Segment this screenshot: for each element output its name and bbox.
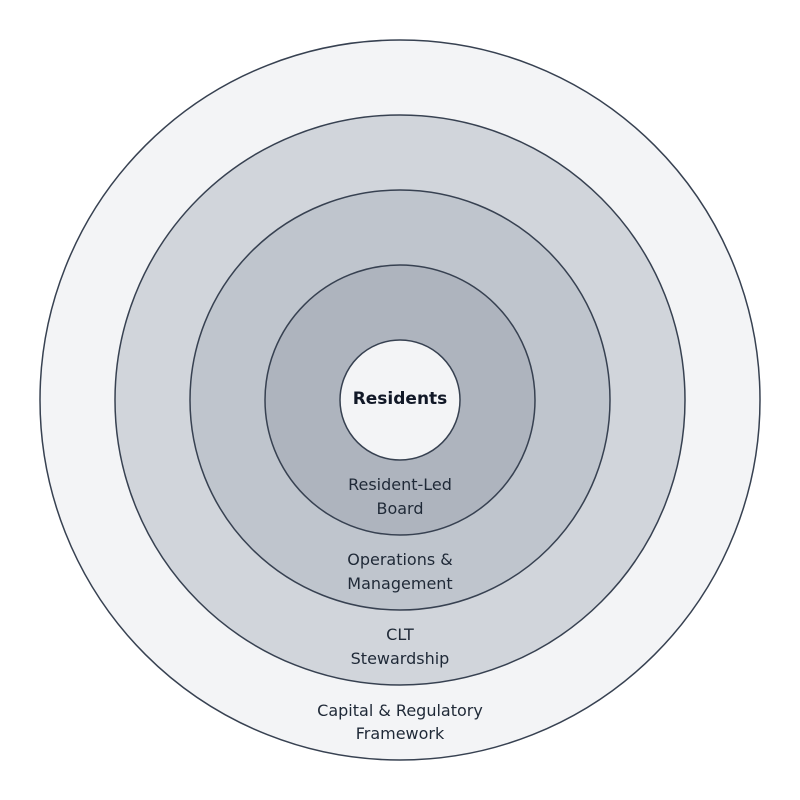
ring-label-board-2: Board — [376, 499, 423, 518]
ring-label-clt-2: Stewardship — [351, 649, 450, 668]
ring-label-capital-2: Framework — [356, 724, 445, 743]
core-label: Residents — [353, 389, 448, 409]
ring-label-capital-1: Capital & Regulatory — [317, 701, 483, 720]
core-residents — [339, 339, 461, 461]
ring-label-operations-2: Management — [347, 574, 452, 593]
ring-label-operations-1: Operations & — [347, 550, 453, 569]
ring-label-board-1: Resident-Led — [348, 475, 452, 494]
ring-label-clt-1: CLT — [386, 625, 414, 644]
